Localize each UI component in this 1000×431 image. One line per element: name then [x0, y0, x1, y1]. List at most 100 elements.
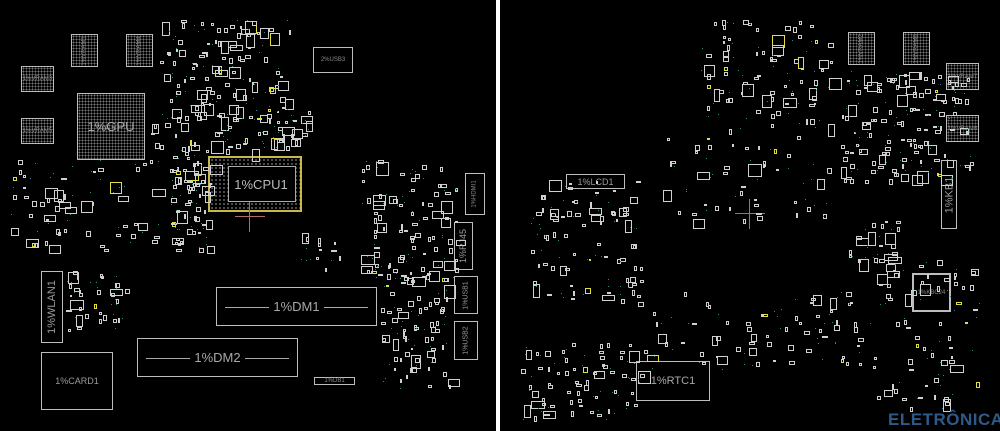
smd-component[interactable] — [195, 184, 200, 187]
smd-component[interactable] — [655, 322, 659, 328]
smd-component[interactable] — [893, 389, 898, 394]
smd-component[interactable] — [131, 234, 136, 240]
smd-component[interactable] — [872, 365, 877, 370]
smd-component[interactable] — [706, 74, 712, 80]
smd-component[interactable] — [684, 291, 688, 298]
smd-component[interactable] — [944, 277, 951, 282]
smd-component[interactable] — [174, 176, 182, 185]
smd-component[interactable] — [727, 45, 731, 51]
smd-component[interactable] — [816, 178, 826, 191]
smd-component[interactable] — [816, 315, 820, 318]
smd-component[interactable] — [414, 327, 419, 331]
smd-component[interactable] — [951, 355, 954, 360]
smd-component[interactable] — [220, 117, 229, 131]
smd-component[interactable] — [389, 195, 398, 204]
smd-component[interactable] — [399, 203, 404, 207]
smd-component[interactable] — [432, 358, 436, 363]
smd-component[interactable] — [429, 302, 432, 308]
smd-component[interactable] — [772, 45, 784, 57]
smd-component[interactable] — [806, 206, 811, 212]
smd-component[interactable] — [553, 232, 556, 238]
smd-component[interactable] — [197, 231, 201, 235]
smd-component[interactable] — [123, 225, 128, 229]
smd-component[interactable] — [190, 187, 194, 191]
smd-component[interactable] — [907, 359, 914, 365]
smd-component[interactable] — [723, 72, 729, 76]
smd-component[interactable] — [43, 214, 56, 222]
smd-component[interactable] — [209, 165, 224, 175]
smd-component[interactable] — [86, 230, 92, 237]
smd-component[interactable] — [755, 213, 762, 216]
smd-component[interactable] — [914, 143, 918, 150]
smd-component[interactable] — [170, 169, 174, 173]
vram3-chip[interactable]: 1%VRAM3 — [21, 66, 54, 92]
smd-component[interactable] — [620, 258, 627, 262]
smd-component[interactable] — [559, 265, 568, 277]
board-view-bottom[interactable]: 1%LCD1 1%RTC1 1%KB1 1%KBC24 1%VRAM2 1%VR… — [500, 0, 1000, 431]
smd-component[interactable] — [530, 249, 536, 255]
smd-component[interactable] — [163, 74, 172, 83]
smd-component[interactable] — [900, 173, 910, 183]
smd-component[interactable] — [173, 184, 177, 190]
smd-component[interactable] — [406, 374, 409, 379]
smd-component[interactable] — [621, 298, 625, 305]
smd-component[interactable] — [393, 269, 399, 274]
smd-component[interactable] — [692, 322, 697, 326]
smd-component[interactable] — [961, 82, 967, 87]
smd-component[interactable] — [893, 269, 896, 273]
smd-component[interactable] — [440, 200, 453, 215]
smd-component[interactable] — [607, 343, 611, 349]
smd-component[interactable] — [749, 342, 755, 345]
smd-component[interactable] — [177, 83, 181, 89]
smd-component[interactable] — [381, 337, 386, 342]
smd-component[interactable] — [739, 190, 743, 197]
smd-component[interactable] — [795, 316, 798, 322]
smd-component[interactable] — [902, 158, 907, 162]
smd-component[interactable] — [937, 174, 943, 177]
smd-component[interactable] — [634, 404, 638, 407]
smd-component[interactable] — [885, 147, 891, 151]
smd-component[interactable] — [943, 153, 947, 159]
smd-component[interactable] — [214, 131, 221, 137]
smd-component[interactable] — [702, 361, 706, 365]
smd-component[interactable] — [912, 92, 917, 99]
smd-component[interactable] — [266, 114, 272, 119]
smd-component[interactable] — [440, 183, 447, 188]
smd-component[interactable] — [949, 128, 955, 132]
smd-component[interactable] — [382, 227, 385, 232]
smd-component[interactable] — [277, 81, 290, 91]
smd-component[interactable] — [174, 133, 178, 138]
smd-component[interactable] — [892, 168, 897, 173]
smd-component[interactable] — [850, 179, 855, 185]
smd-component[interactable] — [680, 341, 685, 344]
smd-component[interactable] — [596, 243, 601, 247]
smd-component[interactable] — [200, 21, 204, 27]
smd-component[interactable] — [222, 57, 226, 60]
smd-component[interactable] — [302, 133, 309, 137]
smd-component[interactable] — [152, 240, 158, 244]
smd-component[interactable] — [856, 345, 860, 348]
smd-component[interactable] — [58, 232, 61, 236]
smd-component[interactable] — [706, 84, 711, 90]
smd-component[interactable] — [914, 335, 920, 340]
smd-component[interactable] — [707, 137, 711, 140]
rj45-connector[interactable]: 1%RJ45 — [454, 222, 473, 270]
smd-component[interactable] — [223, 28, 229, 34]
smd-component[interactable] — [444, 285, 456, 299]
smd-component[interactable] — [373, 218, 378, 224]
smd-component[interactable] — [143, 162, 148, 167]
smd-component[interactable] — [103, 314, 108, 321]
smd-component[interactable] — [217, 95, 221, 100]
smd-component[interactable] — [599, 216, 605, 222]
smd-component[interactable] — [103, 249, 109, 252]
smd-component[interactable] — [227, 145, 234, 149]
smd-component[interactable] — [194, 174, 206, 185]
smd-component[interactable] — [270, 137, 279, 150]
smd-component[interactable] — [184, 115, 190, 122]
smd-component[interactable] — [769, 90, 775, 95]
smd-component[interactable] — [217, 27, 222, 34]
smd-component[interactable] — [630, 277, 637, 283]
smd-component[interactable] — [762, 163, 766, 168]
keyboard-connector[interactable]: 1%KB1 — [941, 160, 957, 229]
smd-component[interactable] — [810, 25, 814, 29]
